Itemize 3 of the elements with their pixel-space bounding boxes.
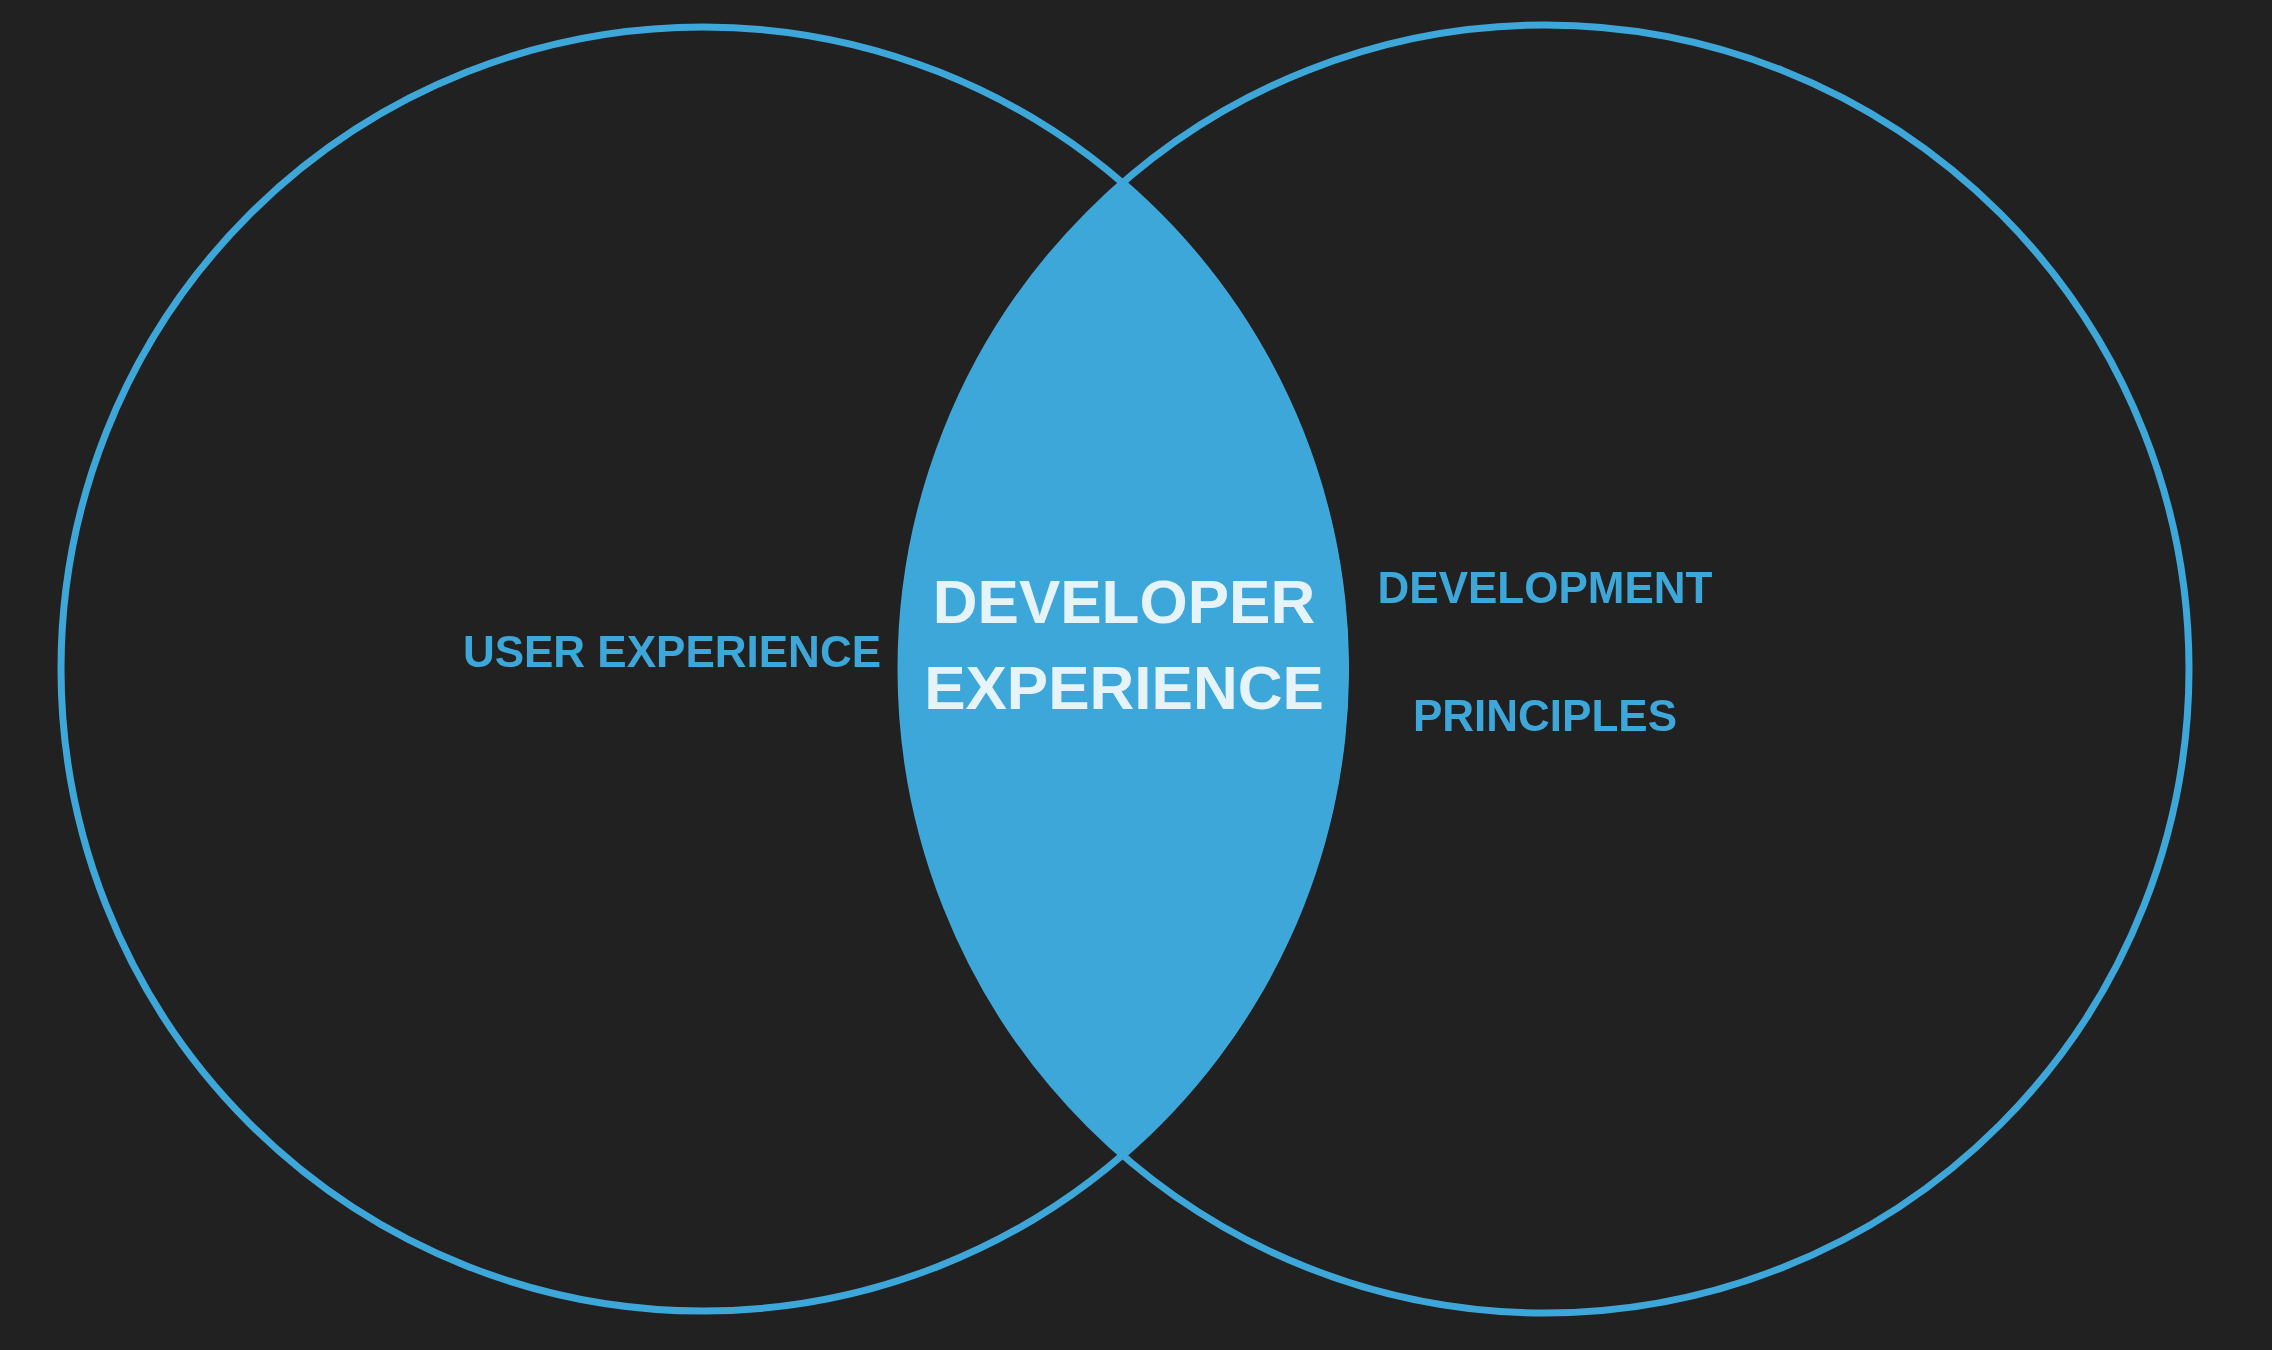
venn-label: DEVELOPMENT PRINCIPLES — [1376, 562, 1714, 742]
venn-label: DEVELOPER EXPERIENCE — [924, 566, 1324, 724]
venn-label: USER EXPERIENCE — [461, 626, 881, 678]
